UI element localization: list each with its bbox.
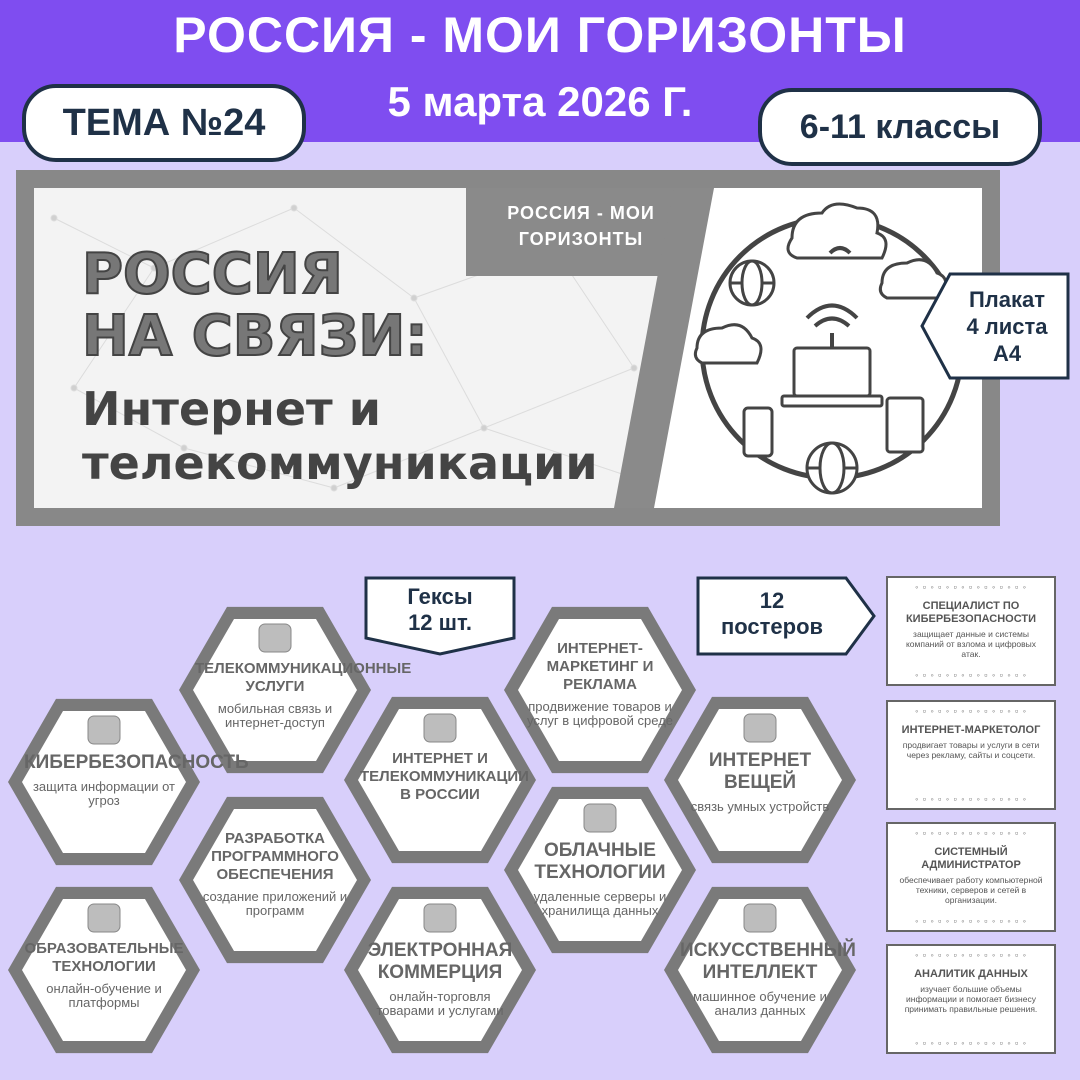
banner-sub-line1: Интернет и [82,382,381,436]
hex-tile [193,809,357,951]
banner-sub-line2: телекоммуникации [82,436,598,490]
posters-callout-shape [696,576,876,656]
poster-icon-strip: ◦ ▫ ◦ ▫ ◦ ▫ ◦ ▫ ◦ ▫ ◦ ▫ ◦ ▫ ◦ [915,794,1027,804]
hex-label: ОБЛАЧНЫЕ ТЕХНОЛОГИИ удаленные серверы и х… [520,840,680,918]
banner-inner: РОССИЯ - МОИ ГОРИЗОНТЫ РОССИЯ НА СВЯЗИ: … [34,188,982,508]
hex-title: ТЕЛЕКОММУНИКАЦИОННЫЕ УСЛУГИ [195,660,412,695]
hex-label: ИСКУССТВЕННЫЙ ИНТЕЛЛЕКТ машинное обучение… [680,940,856,1018]
plakat-line1: Плакат [968,287,1046,312]
cloud-server-icon [583,803,617,833]
hex-title: РАЗРАБОТКА ПРОГРАММНОГО ОБЕСПЕЧЕНИЯ [211,830,339,883]
smart-devices-icon [743,713,777,743]
hex-description: продвижение товаров и услуг в цифровой с… [526,699,674,728]
hex-title: ИНТЕРНЕТ И ТЕЛЕКОММУНИКАЦИИ В РОССИИ [360,750,529,803]
poster-description: защищает данные и системы компаний от вз… [905,629,1037,659]
hex-description: онлайн-торговля товарами и услугами [376,989,504,1018]
hex-tile [518,799,682,941]
hex-tile [358,709,522,851]
hex-tile [22,711,186,853]
poster-title: СПЕЦИАЛИСТ ПО КИБЕРБЕЗОПАСНОСТИ [905,600,1037,625]
hex-description: мобильная связь и интернет-доступ [217,701,333,730]
poster-icon-strip: ◦ ▫ ◦ ▫ ◦ ▫ ◦ ▫ ◦ ▫ ◦ ▫ ◦ ▫ ◦ [915,706,1027,716]
hex-title: ИСКУССТВЕННЫЙ ИНТЕЛЛЕКТ [680,940,856,983]
poster-card: ◦ ▫ ◦ ▫ ◦ ▫ ◦ ▫ ◦ ▫ ◦ ▫ ◦ ▫ ◦ СПЕЦИАЛИСТ … [886,576,1056,686]
poster-title: АНАЛИТИК ДАННЫХ [914,968,1028,980]
hex-title: ИНТЕРНЕТ-МАРКЕТИНГ И РЕКЛАМА [546,640,654,693]
hex-description: машинное обучение и анализ данных [693,989,827,1018]
hex-title: ОБРАЗОВАТЕЛЬНЫЕ ТЕХНОЛОГИИ [24,940,184,975]
poster-icon-strip: ◦ ▫ ◦ ▫ ◦ ▫ ◦ ▫ ◦ ▫ ◦ ▫ ◦ ▫ ◦ [915,916,1027,926]
poster-description: изучает большие объемы информации и помо… [904,984,1038,1014]
shield-icon [87,715,121,745]
poster-icon-strip: ◦ ▫ ◦ ▫ ◦ ▫ ◦ ▫ ◦ ▫ ◦ ▫ ◦ ▫ ◦ [915,1038,1027,1048]
plakat-line2: 4 листа [966,314,1048,339]
hexes-callout: Гексы 12 шт. [364,584,516,636]
banner-tag: РОССИЯ - МОИ ГОРИЗОНТЫ [466,188,696,276]
poster-title: СИСТЕМНЫЙ АДМИНИСТРАТОР [921,846,1021,871]
hex-description: онлайн-обучение и платформы [46,981,162,1010]
banner-heading: РОССИЯ НА СВЯЗИ: [81,242,429,369]
hex-label: ОБРАЗОВАТЕЛЬНЫЕ ТЕХНОЛОГИИ онлайн-обучени… [24,940,184,1010]
plakat-callout: Плакат 4 листа А4 [948,286,1066,367]
poster-icon-strip: ◦ ▫ ◦ ▫ ◦ ▫ ◦ ▫ ◦ ▫ ◦ ▫ ◦ ▫ ◦ [915,950,1027,960]
banner-poster: РОССИЯ - МОИ ГОРИЗОНТЫ РОССИЯ НА СВЯЗИ: … [16,170,1000,526]
poster-icon-strip: ◦ ▫ ◦ ▫ ◦ ▫ ◦ ▫ ◦ ▫ ◦ ▫ ◦ ▫ ◦ [915,582,1027,592]
theme-badge: ТЕМА №24 [22,84,306,162]
hex-tile [22,899,186,1041]
hex-description: связь умных устройств [690,799,830,814]
hex-label: ИНТЕРНЕТ-МАРКЕТИНГ И РЕКЛАМА продвижение … [520,640,680,728]
hex-label: ИНТЕРНЕТ ВЕЩЕЙ связь умных устройств [680,750,840,814]
hex-label: КИБЕРБЕЗОПАСНОСТЬ защита информации от уг… [24,752,249,808]
hexes-callout-shape [364,576,516,656]
cart-monitor-icon [423,903,457,933]
banner-subheading: Интернет и телекоммуникации [82,382,598,490]
hex-tile [358,899,522,1041]
ai-brain-icon [743,903,777,933]
books-icon [87,903,121,933]
hex-title: КИБЕРБЕЗОПАСНОСТЬ [24,752,249,773]
phone-signal-icon [258,623,292,653]
poster-description: обеспечивает работу компьютерной техники… [899,875,1043,905]
hex-title: ИНТЕРНЕТ ВЕЩЕЙ [708,750,812,793]
network-illustration [693,202,965,495]
page-title: РОССИЯ - МОИ ГОРИЗОНТЫ [173,7,907,63]
wifi-router-icon [423,713,457,743]
poster-card: ◦ ▫ ◦ ▫ ◦ ▫ ◦ ▫ ◦ ▫ ◦ ▫ ◦ ▫ ◦ СИСТЕМНЫЙ А… [886,822,1056,932]
hex-description: удаленные серверы и хранилища данных [533,889,667,918]
hex-tile [678,709,842,851]
plakat-callout-shape [920,272,1070,380]
hex-tile [518,619,682,761]
poster-description: продвигает товары и услуги в сети через … [902,740,1040,760]
hexes-line1: Гексы [407,584,473,609]
hex-label: ТЕЛЕКОММУНИКАЦИОННЫЕ УСЛУГИ мобильная свя… [195,660,412,730]
poster-title: ИНТЕРНЕТ-МАРКЕТОЛОГ [901,724,1041,736]
hex-title: ЭЛЕКТРОННАЯ КОММЕРЦИЯ [367,940,513,983]
hex-description: создание приложений и программ [202,889,348,918]
banner-heading-line2: НА СВЯЗИ: [81,304,429,369]
banner-heading-line1: РОССИЯ [81,242,344,307]
plakat-line3: А4 [992,341,1022,366]
poster-icon-strip: ◦ ▫ ◦ ▫ ◦ ▫ ◦ ▫ ◦ ▫ ◦ ▫ ◦ ▫ ◦ [915,828,1027,838]
banner-tag-line2: ГОРИЗОНТЫ [518,229,644,249]
posters-line1: 12 [759,588,785,613]
hex-description: защита информации от угроз [32,779,176,808]
poster-icon-strip: ◦ ▫ ◦ ▫ ◦ ▫ ◦ ▫ ◦ ▫ ◦ ▫ ◦ ▫ ◦ [915,670,1027,680]
poster-card: ◦ ▫ ◦ ▫ ◦ ▫ ◦ ▫ ◦ ▫ ◦ ▫ ◦ ▫ ◦ АНАЛИТИК ДА… [886,944,1056,1054]
banner-tag-line1: РОССИЯ - МОИ [507,203,655,223]
hex-label: ЭЛЕКТРОННАЯ КОММЕРЦИЯ онлайн-торговля тов… [360,940,520,1018]
event-date: 5 марта 2026 Г. [387,78,693,125]
hex-label: ИНТЕРНЕТ И ТЕЛЕКОММУНИКАЦИИ В РОССИИ [360,750,529,804]
hex-title: ОБЛАЧНЫЕ ТЕХНОЛОГИИ [534,840,666,883]
hex-label: РАЗРАБОТКА ПРОГРАММНОГО ОБЕСПЕЧЕНИЯ созда… [195,830,355,918]
hex-tile [678,899,842,1041]
posters-callout: 12 постеров [696,588,848,640]
hex-tile [193,619,357,761]
classes-badge: 6-11 классы [758,88,1042,166]
poster-card: ◦ ▫ ◦ ▫ ◦ ▫ ◦ ▫ ◦ ▫ ◦ ▫ ◦ ▫ ◦ ИНТЕРНЕТ-МА… [886,700,1056,810]
posters-line2: постеров [720,614,824,639]
hexes-line2: 12 шт. [408,610,472,635]
